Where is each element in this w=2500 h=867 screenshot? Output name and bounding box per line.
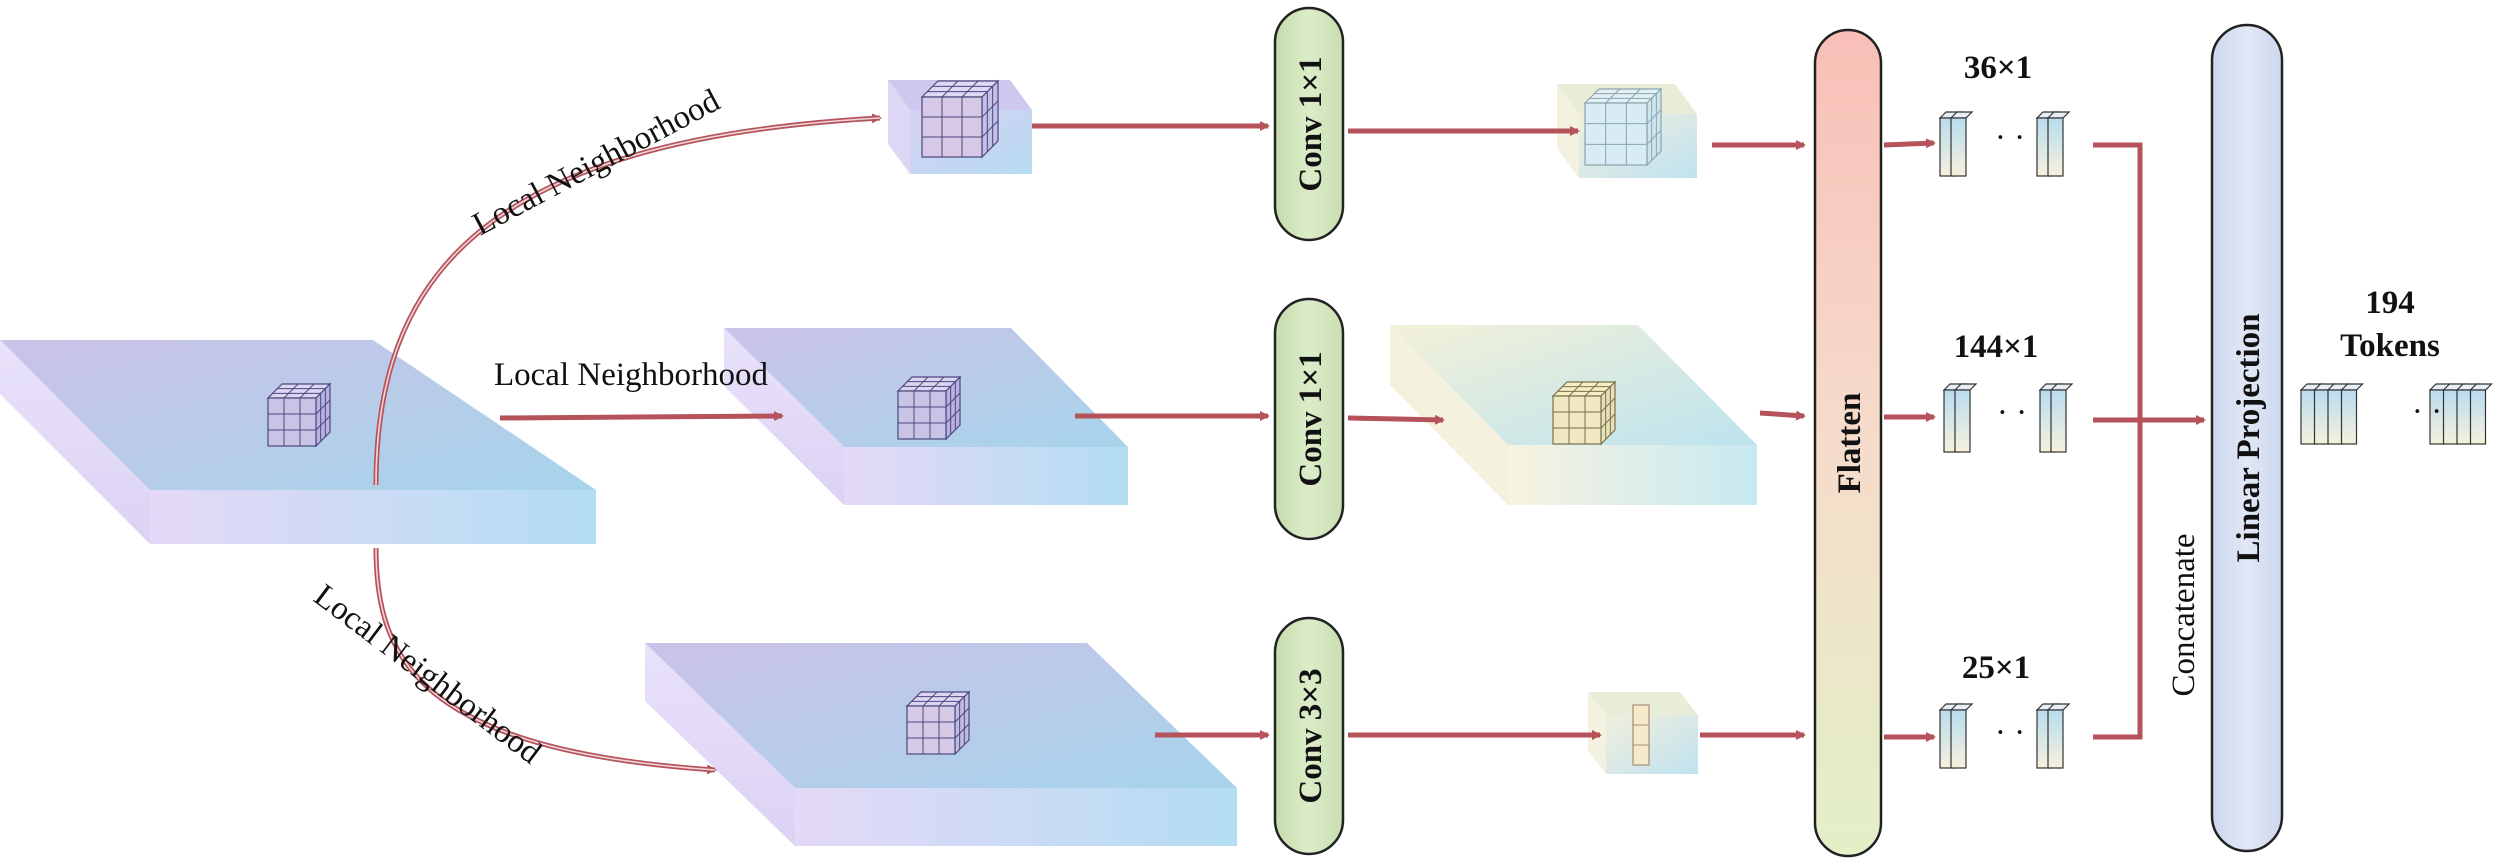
size-top-label: 36×1 (1964, 50, 2032, 86)
cube-top-conv-out (1583, 87, 1663, 167)
concat-line-bottom (2093, 420, 2143, 740)
concatenate-label: Concatenate (2166, 533, 2202, 696)
local-neighborhood-top-label: Local Neighborhood (467, 82, 726, 243)
ellipsis-bottom: · · (1995, 715, 2025, 751)
curve-arrow-top-inner (375, 117, 881, 486)
linear-projection-label: Linear Projection (2231, 314, 2267, 563)
cube-top-box (920, 79, 1000, 159)
flatten-label: Flatten (1832, 393, 1868, 494)
neighborhood-cubes (266, 79, 1663, 756)
ellipsis-top: · · (1995, 120, 2025, 156)
output-tokens-right (2428, 383, 2493, 445)
conv-top-block: Conv 1×1 (1273, 6, 1345, 242)
cube-middle-slab (896, 375, 962, 441)
token-stack-top-left-b (1949, 111, 1974, 177)
local-neighborhood-mid-label: Local Neighborhood (494, 357, 769, 393)
size-bottom-label: 25×1 (1962, 650, 2030, 686)
tokens-word-label: Tokens (2340, 328, 2440, 364)
token-stack-bottom-right-b (2046, 703, 2071, 769)
bottom-conv-output-box (1588, 692, 1698, 774)
conv-bottom-label: Conv 3×3 (1293, 668, 1329, 803)
concat-line-top (2093, 142, 2143, 420)
curve-arrow-bottom-inner (375, 547, 716, 771)
arrow-flatten-top-tokens (1883, 138, 1936, 149)
cube-conv-output (1551, 380, 1617, 446)
ellipsis-output: · · (2412, 394, 2442, 430)
output-tokens-left (2299, 383, 2364, 445)
token-stack-mid-right-b (2049, 383, 2074, 453)
arrow-mid-to-flatten (1759, 410, 1806, 421)
conv-bottom-block: Conv 3×3 (1273, 616, 1345, 856)
arrow-to-middle-slab (499, 411, 784, 422)
flatten-block: Flatten (1813, 28, 1883, 858)
token-stack-top-right-b (2046, 111, 2071, 177)
flow-arrows (373, 113, 2206, 775)
conv-mid-block: Conv 1×1 (1273, 297, 1345, 541)
arrow-mid-conv-out (1347, 414, 1445, 425)
linear-projection-block: Linear Projection (2210, 23, 2284, 853)
conv-mid-label: Conv 1×1 (1293, 351, 1329, 486)
ellipsis-mid: · · (1997, 395, 2027, 431)
cube-input (266, 382, 332, 448)
token-stack-bottom-left-b (1949, 703, 1974, 769)
local-neighborhood-bottom-label: Local Neighborhood (307, 578, 548, 772)
token-stack-mid-left-b (1953, 383, 1978, 453)
tokens-count-label: 194 (2365, 285, 2415, 321)
cube-bottom-slab (905, 690, 971, 756)
token-stacks (1938, 111, 2493, 769)
conv-top-label: Conv 1×1 (1293, 56, 1329, 191)
size-mid-label: 144×1 (1954, 329, 2039, 365)
